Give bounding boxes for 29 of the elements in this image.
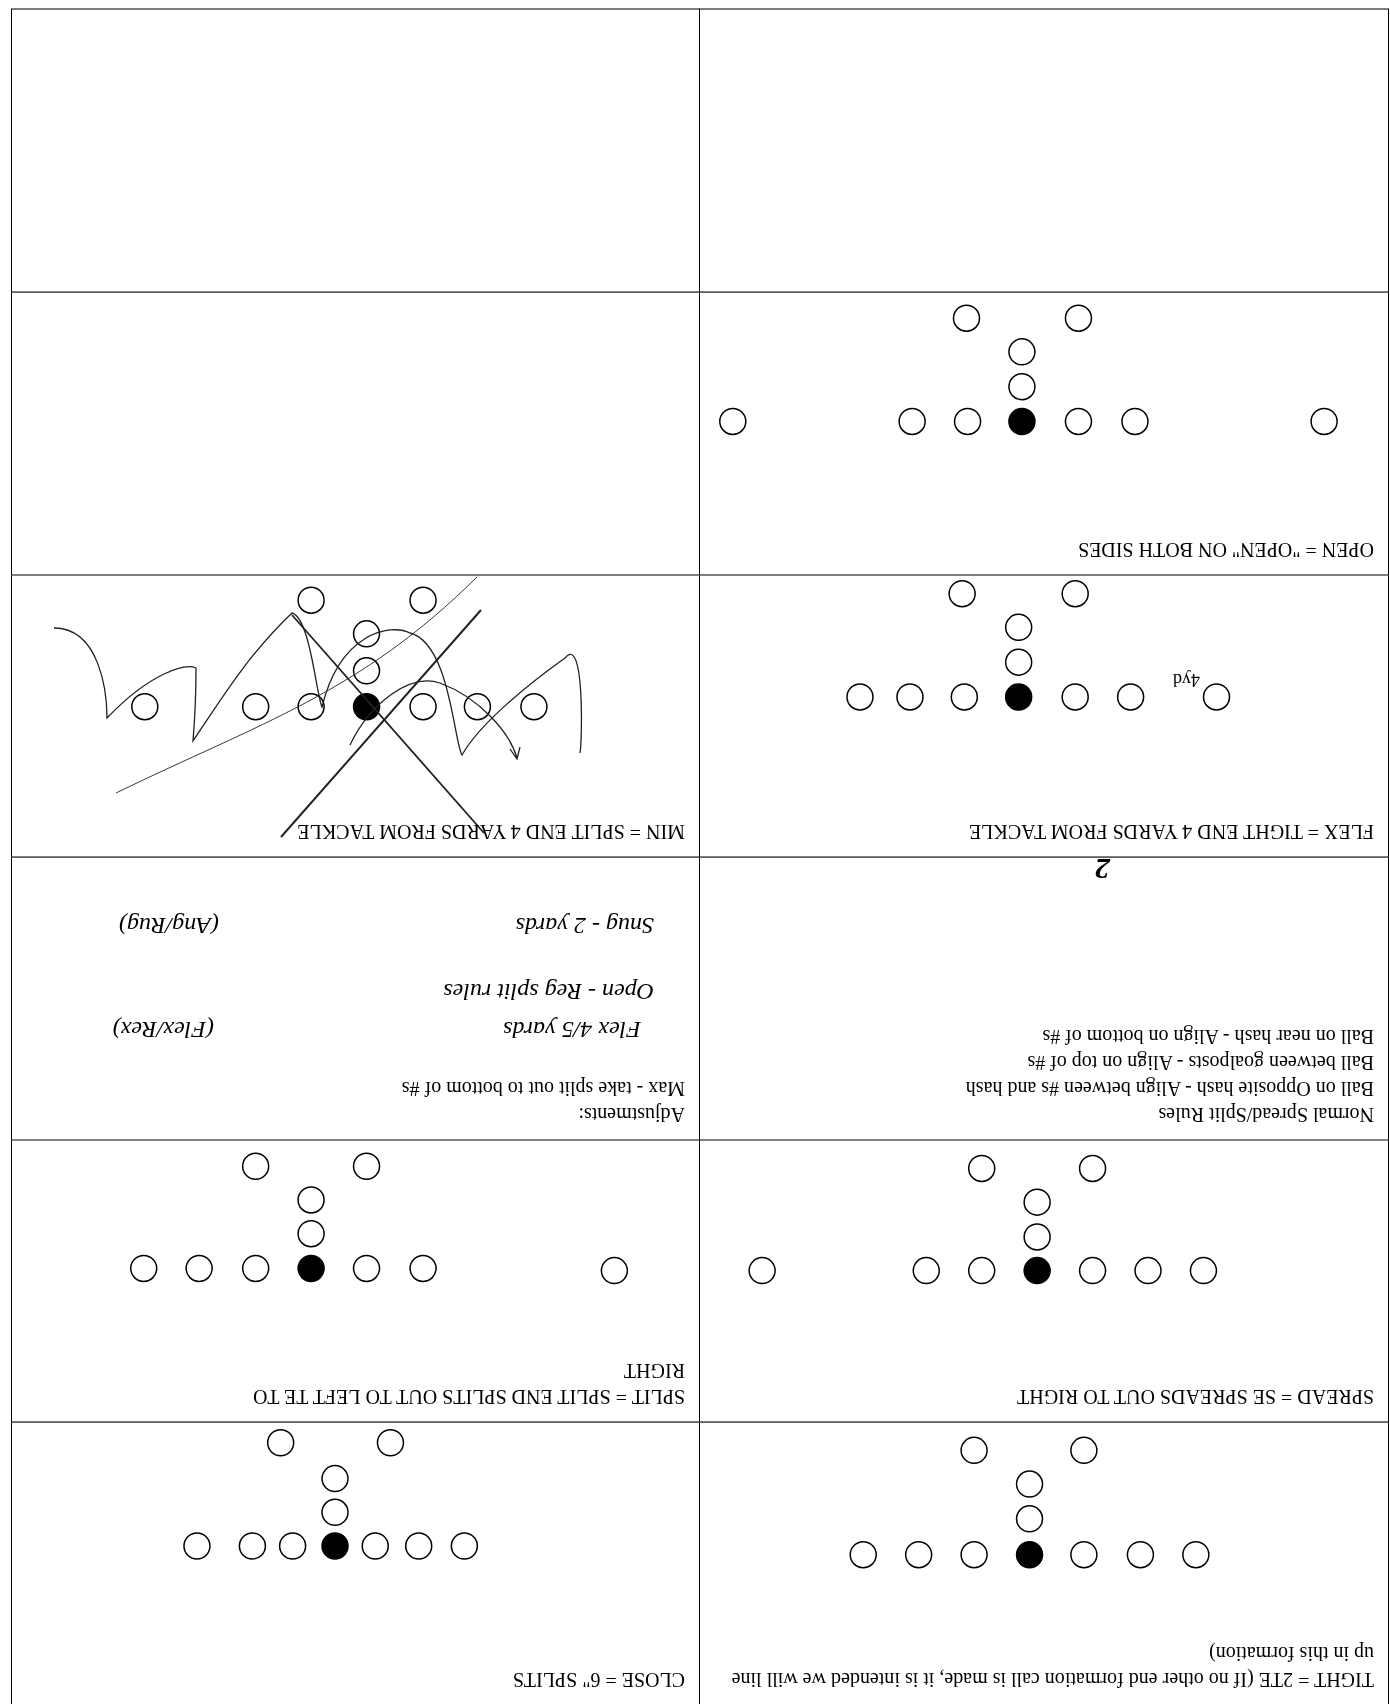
rule-text: Ball between goalposts - Align on top of #s (1026, 1050, 1374, 1075)
formation-card (11, 1139, 700, 1423)
handwritten-note: Flex 4/5 yards (503, 1015, 641, 1044)
formation-card (699, 291, 1389, 575)
formation-title: MIN = SPLIT END 4 YARDS FROM TACKLE (296, 819, 685, 845)
formation-card (11, 856, 700, 1140)
handwritten-note: (Flex/Rex) (112, 1015, 214, 1044)
handwritten-note: 2 (1095, 854, 1110, 884)
formation-card (699, 1421, 1389, 1704)
formation-card (11, 574, 700, 858)
handwritten-note: Open - Reg split rules (443, 977, 654, 1006)
formation-title: Adjustments: (577, 1102, 685, 1127)
formation-title: CLOSE = 6" SPLITS (511, 1667, 685, 1692)
handwritten-note: Snug - 2 yards (515, 911, 654, 940)
formation-card (699, 1139, 1389, 1423)
handwritten-note: (Ang/Rug) (119, 911, 219, 940)
formation-card (699, 574, 1389, 858)
formation-title: OPEN = "OPEN" ON BOTH SIDES (1077, 537, 1374, 562)
formation-card (699, 856, 1389, 1140)
rule-text: Max - take split out to bottom of #s (400, 1076, 685, 1101)
formation-title: SPREAD = SE SPREADS OUT TO RIGHT (1016, 1384, 1374, 1410)
formation-title: SPLIT = SPLIT END SPLITS OUT TO LEFT TE TO RIGHT (252, 1358, 685, 1410)
distance-label: 4yd (1173, 668, 1200, 692)
formation-card (11, 1421, 700, 1704)
formation-title: TIGHT = 2TE (If no other end formation call is made, it is intended we will line up in this formation) (730, 1641, 1374, 1692)
formation-title: FLEX = TIGHT END 4 YARDS FROM TACKLE (967, 819, 1374, 845)
formation-title: Normal Spread/Split Rules (1157, 1102, 1374, 1127)
rule-text: Ball on Opposite hash - Align between #s and hash (964, 1076, 1374, 1101)
rule-text: Ball on near hash - Align on bottom of #s (1041, 1024, 1374, 1049)
